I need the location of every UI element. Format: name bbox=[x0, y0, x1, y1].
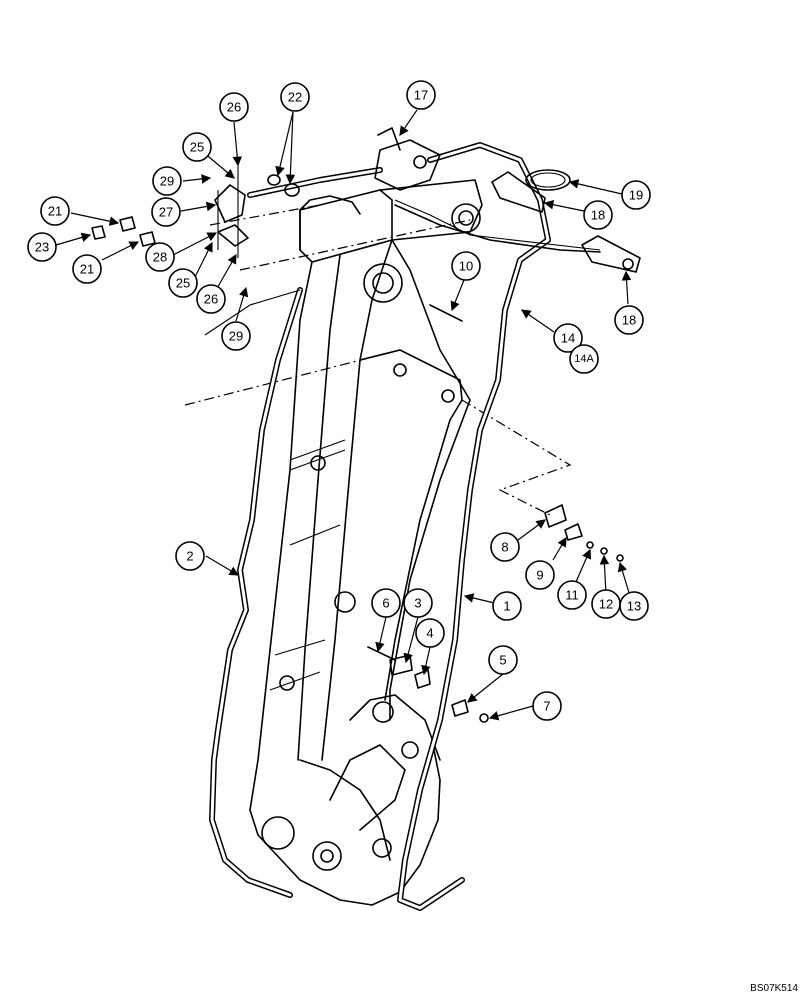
svg-text:10: 10 bbox=[459, 259, 473, 274]
callout-3: 3 bbox=[403, 588, 433, 618]
svg-text:17: 17 bbox=[414, 88, 428, 103]
svg-text:6: 6 bbox=[382, 596, 389, 611]
svg-text:13: 13 bbox=[627, 599, 641, 614]
hose-right-1 bbox=[397, 142, 551, 911]
svg-text:23: 23 bbox=[35, 240, 49, 255]
callout-4: 4 bbox=[415, 618, 445, 648]
callout-13: 13 bbox=[619, 591, 649, 621]
svg-text:22: 22 bbox=[288, 90, 302, 105]
svg-text:21: 21 bbox=[80, 262, 94, 277]
svg-text:26: 26 bbox=[227, 100, 241, 115]
callout-18-upper: 18 bbox=[583, 200, 613, 230]
hose-left-2 bbox=[209, 287, 303, 898]
callout-27: 27 bbox=[151, 197, 181, 227]
callout-21-lower: 21 bbox=[72, 254, 102, 284]
svg-text:14: 14 bbox=[561, 331, 575, 346]
svg-text:18: 18 bbox=[591, 208, 605, 223]
leader-lines bbox=[55, 109, 632, 721]
callout-8: 8 bbox=[490, 532, 520, 562]
svg-text:25: 25 bbox=[190, 140, 204, 155]
svg-text:12: 12 bbox=[599, 597, 613, 612]
svg-text:28: 28 bbox=[153, 250, 167, 265]
callout-14: 14 bbox=[553, 323, 583, 353]
callout-29-lower: 29 bbox=[221, 321, 251, 351]
svg-text:27: 27 bbox=[159, 205, 173, 220]
svg-text:8: 8 bbox=[501, 540, 508, 555]
svg-text:4: 4 bbox=[426, 626, 433, 641]
callout-12: 12 bbox=[591, 589, 621, 619]
callout-26-lower: 26 bbox=[196, 284, 226, 314]
callout-2: 2 bbox=[175, 541, 205, 571]
callout-10: 10 bbox=[451, 251, 481, 281]
drawing-code: BS07K514 bbox=[750, 983, 798, 994]
callout-5: 5 bbox=[488, 645, 518, 675]
svg-text:14A: 14A bbox=[574, 353, 594, 365]
svg-text:3: 3 bbox=[414, 596, 421, 611]
svg-text:21: 21 bbox=[48, 204, 62, 219]
callout-17: 17 bbox=[406, 80, 436, 110]
callout-26-upper: 26 bbox=[219, 92, 249, 122]
callout-21-upper: 21 bbox=[40, 196, 70, 226]
svg-text:5: 5 bbox=[499, 653, 506, 668]
callout-28: 28 bbox=[145, 242, 175, 272]
callout-9: 9 bbox=[525, 560, 555, 590]
svg-text:19: 19 bbox=[629, 188, 643, 203]
boom-arm bbox=[249, 179, 483, 906]
svg-text:26: 26 bbox=[204, 292, 218, 307]
svg-text:1: 1 bbox=[503, 599, 510, 614]
callout-14a: 14A bbox=[569, 344, 599, 374]
svg-text:29: 29 bbox=[160, 174, 174, 189]
small-parts bbox=[91, 127, 641, 723]
callout-23: 23 bbox=[27, 232, 57, 262]
callout-25-lower: 25 bbox=[168, 268, 198, 298]
callout-7: 7 bbox=[532, 691, 562, 721]
svg-text:25: 25 bbox=[176, 276, 190, 291]
svg-text:2: 2 bbox=[186, 549, 193, 564]
svg-text:11: 11 bbox=[565, 588, 579, 603]
callout-1: 1 bbox=[492, 591, 522, 621]
centre-lines bbox=[184, 204, 572, 516]
callout-11: 11 bbox=[557, 580, 587, 610]
svg-text:7: 7 bbox=[543, 699, 550, 714]
callout-29-upper: 29 bbox=[152, 166, 182, 196]
svg-text:9: 9 bbox=[536, 568, 543, 583]
callout-18-lower: 18 bbox=[614, 305, 644, 335]
callout-22: 22 bbox=[280, 82, 310, 112]
svg-text:29: 29 bbox=[229, 329, 243, 344]
callout-25-upper: 25 bbox=[182, 132, 212, 162]
callout-19: 19 bbox=[621, 180, 651, 210]
svg-text:18: 18 bbox=[622, 313, 636, 328]
callout-6: 6 bbox=[371, 588, 401, 618]
top-hose-run bbox=[204, 167, 601, 336]
